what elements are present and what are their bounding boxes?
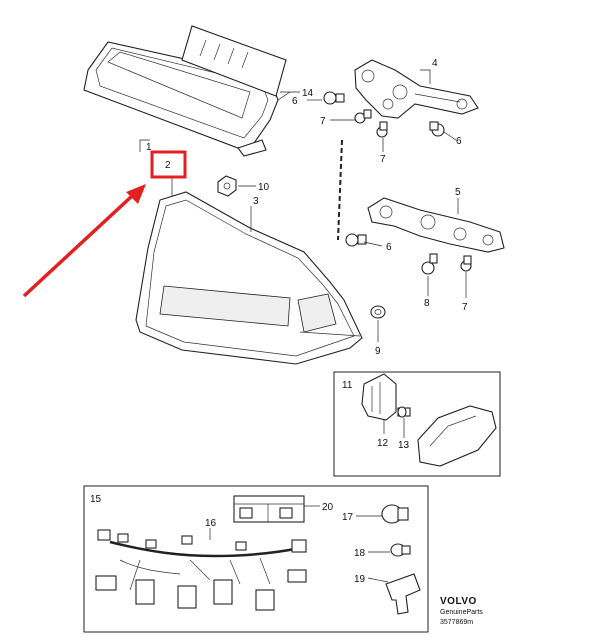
callout-7-upper-left: 7 <box>320 116 326 127</box>
bulb-6-upper[interactable] <box>323 91 345 105</box>
brand-name: VOLVO <box>440 596 477 607</box>
side-marker-bulb-13[interactable] <box>397 406 411 418</box>
side-marker-lamp[interactable] <box>417 405 497 467</box>
red-arrow <box>22 184 146 298</box>
callout-19: 19 <box>354 574 366 585</box>
callout-14: 14 <box>302 88 314 99</box>
callout-16: 16 <box>205 518 217 529</box>
callout-6-lower: 6 <box>386 242 392 253</box>
fuse-19[interactable] <box>385 573 421 615</box>
diagram-number: 3577869m <box>440 619 473 626</box>
callout-7-lower: 7 <box>462 302 468 313</box>
upper-bulb-holder[interactable] <box>354 59 479 119</box>
bulb-7-lower[interactable] <box>460 255 472 272</box>
callout-10: 10 <box>258 182 270 193</box>
callout-6-upper-right: 6 <box>456 136 462 147</box>
callout-7-upper-mid: 7 <box>380 154 386 165</box>
side-marker-socket-12[interactable] <box>361 373 397 421</box>
callout-18: 18 <box>354 548 366 559</box>
callout-4: 4 <box>432 58 438 69</box>
bulb-8[interactable] <box>421 253 438 275</box>
wiring-harness-16[interactable] <box>95 529 307 611</box>
callout-11: 11 <box>342 380 353 391</box>
callout-6-upper-left: 6 <box>292 96 298 107</box>
callout-3: 3 <box>253 196 259 207</box>
highlight-box <box>150 150 187 179</box>
brand-tagline: GenuineParts <box>440 609 483 616</box>
callout-13: 13 <box>398 440 410 451</box>
connector-pair-20[interactable] <box>233 495 305 523</box>
leader-lines <box>139 69 467 583</box>
nut-10[interactable] <box>217 175 237 197</box>
lower-bulb-holder[interactable] <box>367 197 505 253</box>
bulb-18[interactable] <box>390 543 411 557</box>
callout-15: 15 <box>90 494 102 505</box>
bulb-7-upper-mid[interactable] <box>376 121 388 138</box>
bulb-17[interactable] <box>381 504 409 524</box>
washer-9[interactable] <box>370 305 386 319</box>
callout-1: 1 <box>146 142 152 153</box>
callout-5: 5 <box>455 187 461 198</box>
callout-8: 8 <box>424 298 430 309</box>
tail-lamp-assembly[interactable] <box>135 191 363 365</box>
callout-17: 17 <box>342 512 354 523</box>
callout-20: 20 <box>322 502 334 513</box>
bulb-6-upper-right[interactable] <box>429 121 445 137</box>
high-mount-brake-light[interactable] <box>83 25 287 157</box>
bulb-7-upper-left[interactable] <box>354 109 372 124</box>
bulb-6-lower[interactable] <box>345 233 367 247</box>
dashed-link <box>337 139 343 241</box>
callout-12: 12 <box>377 438 389 449</box>
callout-2: 2 <box>165 160 171 171</box>
callout-9: 9 <box>375 346 381 357</box>
